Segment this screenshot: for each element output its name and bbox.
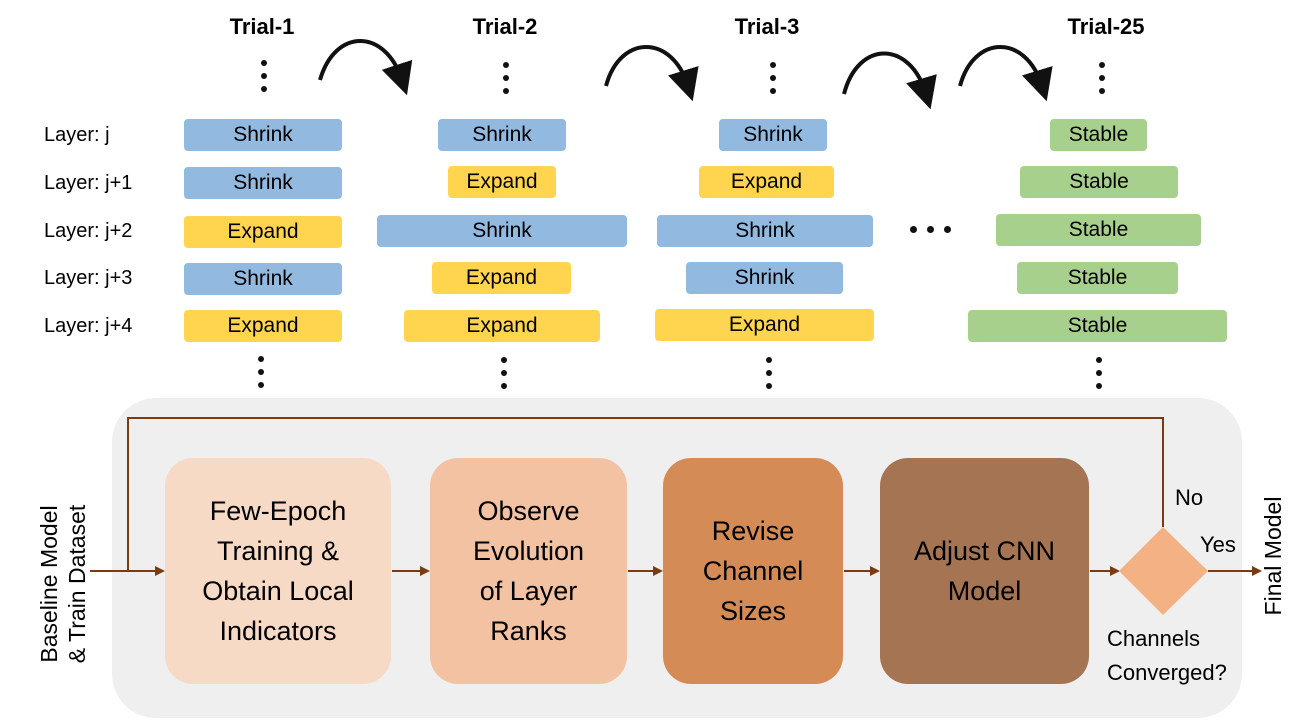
step1-line3: Obtain Local [202, 576, 354, 606]
arrow-trial1-to-trial2 [318, 39, 413, 96]
input-label-line1: Baseline Model [36, 505, 62, 663]
trial3-layer-j3-bar: Shrink [686, 262, 843, 294]
decision-label-line1: Channels [1107, 626, 1200, 651]
trial3-layer-j1-bar: Expand [699, 166, 834, 198]
step3-line2: Channel [702, 556, 804, 586]
dots-top-trial2 [503, 62, 509, 101]
step1-line1: Few-Epoch [209, 496, 347, 526]
trial2-layer-j1-bar: Expand [448, 166, 556, 198]
arrow-prev-to-trial25 [958, 45, 1053, 102]
step-observe-layer-ranks: Observe Evolution of Layer Ranks [430, 458, 627, 684]
arrow-trial3-to-next [842, 51, 937, 110]
trial1-layer-j2-bar: Expand [184, 216, 342, 248]
trial3-layer-j4-bar: Expand [655, 309, 874, 341]
step1-line4: Indicators [219, 616, 337, 646]
trial1-layer-j3-bar: Shrink [184, 263, 342, 295]
trial1-layer-j4-bar: Expand [184, 310, 342, 342]
step3-line3: Sizes [719, 596, 786, 626]
step2-line3: of Layer [479, 576, 578, 606]
dots-top-trial3 [770, 62, 776, 101]
trial-1-title: Trial-1 [229, 14, 295, 39]
trial3-layer-j-bar: Shrink [719, 119, 827, 151]
step-few-epoch-training: Few-Epoch Training & Obtain Local Indica… [165, 458, 391, 684]
trial1-layer-j1-bar: Shrink [184, 167, 342, 199]
trial1-layer-j-bar: Shrink [184, 119, 342, 151]
loop-back-no [127, 417, 1164, 571]
dots-top-trial25 [1099, 62, 1105, 101]
input-label: Baseline Model & Train Dataset [35, 464, 91, 704]
decision-diamond [1119, 527, 1208, 615]
trial-25-title: Trial-25 [1067, 14, 1145, 39]
trial-transition-arrows [318, 39, 1053, 110]
step4-line2: Model [947, 576, 1022, 606]
decision-label-line2: Converged? [1107, 660, 1227, 685]
dots-bottom-trial2 [501, 357, 507, 396]
step-adjust-cnn-model: Adjust CNN Model [880, 458, 1089, 684]
trial-2-title: Trial-2 [472, 14, 538, 39]
trial2-layer-j2-bar: Shrink [377, 215, 627, 247]
step3-line1: Revise [711, 516, 795, 546]
trials-ellipsis [910, 226, 951, 233]
input-label-line2: & Train Dataset [64, 504, 90, 664]
step1-line2: Training & [216, 536, 340, 566]
trial3-layer-j2-bar: Shrink [657, 215, 873, 247]
trial-3-title: Trial-3 [734, 14, 800, 39]
layer-label-j3: Layer: j+3 [44, 267, 133, 289]
dots-bottom-trial3 [766, 357, 772, 396]
yes-label: Yes [1200, 532, 1236, 557]
trial25-layer-j2-bar: Stable [996, 214, 1201, 246]
step4-line1: Adjust CNN [913, 536, 1056, 566]
no-label: No [1175, 485, 1204, 510]
arrow-trial2-to-trial3 [604, 45, 699, 102]
trial25-layer-j3-bar: Stable [1017, 262, 1178, 294]
layer-label-j2: Layer: j+2 [44, 220, 133, 242]
step2-line1: Observe [477, 496, 580, 526]
layer-label-j1: Layer: j+1 [44, 172, 133, 194]
trial2-layer-j-bar: Shrink [438, 119, 566, 151]
step-revise-channel-sizes: Revise Channel Sizes [663, 458, 843, 684]
layer-label-j: Layer: j [44, 124, 110, 146]
layer-label-j4: Layer: j+4 [44, 315, 133, 337]
decision-label: Channels Converged? [1107, 622, 1227, 690]
trial25-layer-j4-bar: Stable [968, 310, 1227, 342]
dots-top-trial1 [261, 60, 267, 99]
trial25-layer-j1-bar: Stable [1020, 166, 1178, 198]
step2-line4: Ranks [490, 616, 567, 646]
step2-line2: Evolution [472, 536, 585, 566]
final-model-label: Final Model [1260, 496, 1286, 616]
trial25-layer-j-bar: Stable [1050, 119, 1147, 151]
trial2-layer-j4-bar: Expand [404, 310, 600, 342]
trial2-layer-j3-bar: Expand [432, 262, 571, 294]
dots-bottom-trial1 [258, 356, 264, 395]
dots-bottom-trial25 [1096, 357, 1102, 396]
